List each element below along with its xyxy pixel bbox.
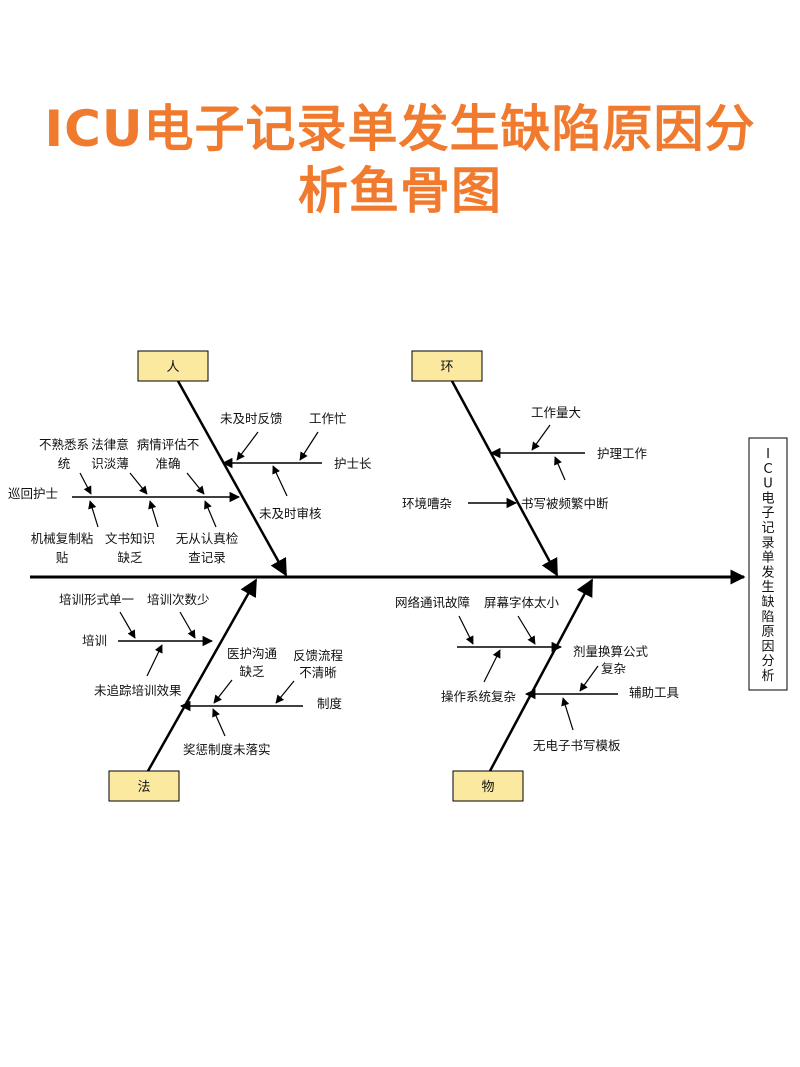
category-label-material: 物 [481,780,494,795]
people-nurse-cause-2-l2: 识淡薄 [91,456,129,471]
effect-char: I [766,447,770,462]
material-tools-label: 辅助工具 [629,685,680,700]
effect-char: 录 [761,536,774,551]
method-system-cause-2-l2: 不清晰 [299,665,337,680]
material-os-cause-3-arrow [483,649,501,683]
people-nurse-cause-3-l2: 准确 [155,456,180,471]
method-system-cause-3-arrow [212,708,226,737]
people-nurse-cause-1-l2: 统 [58,456,71,471]
effect-char: 析 [761,669,774,684]
category-box-people [137,350,209,382]
material-tools-cause-2: 无电子书写模板 [533,738,621,753]
method-training-cause-1: 培训形式单一 [59,592,134,607]
people-head-cause-1: 未及时反馈 [220,411,283,426]
people-nurse-cause-4-arrow [88,500,99,528]
bone-material [488,578,594,772]
env-workload-cause-2-arrow [554,456,566,481]
people-nurse-cause-2-arrow [129,472,148,495]
effect-char: 生 [761,580,774,595]
people-head-cause-2-arrow [299,431,319,461]
people-nurse-cause-1-l1: 不熟悉系 [39,437,89,452]
effect-char: 陷 [761,610,774,625]
env-workload-cause: 工作量大 [531,405,581,420]
people-nurse-cause-6-arrow [204,500,217,528]
material-tools-cause-1-l2: 复杂 [601,661,626,676]
people-nurse-cause-4-l2: 贴 [56,550,69,565]
effect-char: 子 [761,506,774,521]
people-nurse-label: 巡回护士 [8,486,58,501]
material-os-label: 操作系统复杂 [441,689,516,704]
effect-char: 缺 [761,595,774,610]
method-training-cause-3-arrow [146,644,163,677]
method-training-cause-1-arrow [119,611,136,639]
people-nurse-cause-6-l2: 查记录 [188,550,226,565]
method-system-cause-2-arrow [275,680,295,704]
method-system-cause-1-l2: 缺乏 [239,664,265,679]
effect-box [748,437,788,691]
effect-char: 电 [761,491,774,506]
material-os-cause-1: 网络通讯故障 [395,595,470,610]
people-nurse-cause-3-l1: 病情评估不 [137,437,200,452]
bone-people [176,380,288,577]
env-workload-cause-arrow [531,424,551,451]
people-head-cause-1-arrow [236,431,259,461]
bone-environment [450,380,559,577]
material-os-cause-2-arrow [517,615,536,645]
category-label-method: 法 [137,780,150,795]
people-nurse-cause-4-l1: 机械复制粘 [31,531,94,546]
category-box-method [108,770,180,802]
effect-char: 单 [761,551,774,566]
method-training-cause-2-arrow [179,611,196,639]
method-system-cause-3: 奖惩制度未落实 [183,742,271,757]
category-box-material [452,770,524,802]
env-workload-label: 护理工作 [597,446,648,461]
method-system-cause-2-l1: 反馈流程 [293,648,344,663]
material-os-cause-2: 屏幕字体太小 [484,595,560,610]
people-head-nurse-label: 护士长 [334,456,372,471]
env-writing-label: 书写被频繁中断 [521,496,609,511]
material-tools-cause-1-l1: 剂量换算公式 [573,644,649,659]
people-head-cause-2: 工作忙 [309,411,347,426]
page-title-line-2: 析鱼骨图 [298,162,502,220]
material-tools-cause-2-arrow [561,697,574,731]
people-nurse-cause-5-l1: 文书知识 [105,531,155,546]
effect-char: C [763,462,772,477]
material-tools-cause-1-arrow [579,665,599,692]
method-system-label: 制度 [317,696,343,711]
method-training-cause-2: 培训次数少 [147,592,210,607]
effect-char: 记 [761,521,774,536]
people-nurse-cause-6-l1: 无从认真检 [176,531,239,546]
method-system-cause-1-arrow [213,679,233,704]
material-os-cause-1-arrow [458,615,474,645]
effect-char: 分 [761,654,774,669]
method-training-cause-3: 未追踪培训效果 [94,683,182,698]
people-nurse-cause-5-arrow [148,500,159,528]
env-writing-cause: 环境嘈杂 [402,496,452,511]
people-nurse-cause-3-arrow [186,472,205,495]
people-head-cause-3-arrow [272,465,288,497]
category-label-environment: 环 [440,360,453,375]
method-system-cause-1-l1: 医护沟通 [227,646,278,661]
page-title-line-1: ICU电子记录单发生缺陷原因分 [44,100,756,158]
category-label-people: 人 [166,360,179,375]
method-training-label: 培训 [82,633,107,648]
effect-char: 因 [761,639,774,654]
people-head-cause-3: 未及时审核 [259,506,322,521]
bone-method [146,578,258,772]
effect-char: 发 [761,564,774,580]
people-nurse-cause-5-l2: 缺乏 [117,550,143,565]
people-nurse-cause-2-l1: 法律意 [91,437,129,452]
effect-char: 原 [761,625,774,640]
category-box-environment [411,350,483,382]
effect-char: U [763,477,773,492]
people-nurse-cause-1-arrow [79,472,92,495]
